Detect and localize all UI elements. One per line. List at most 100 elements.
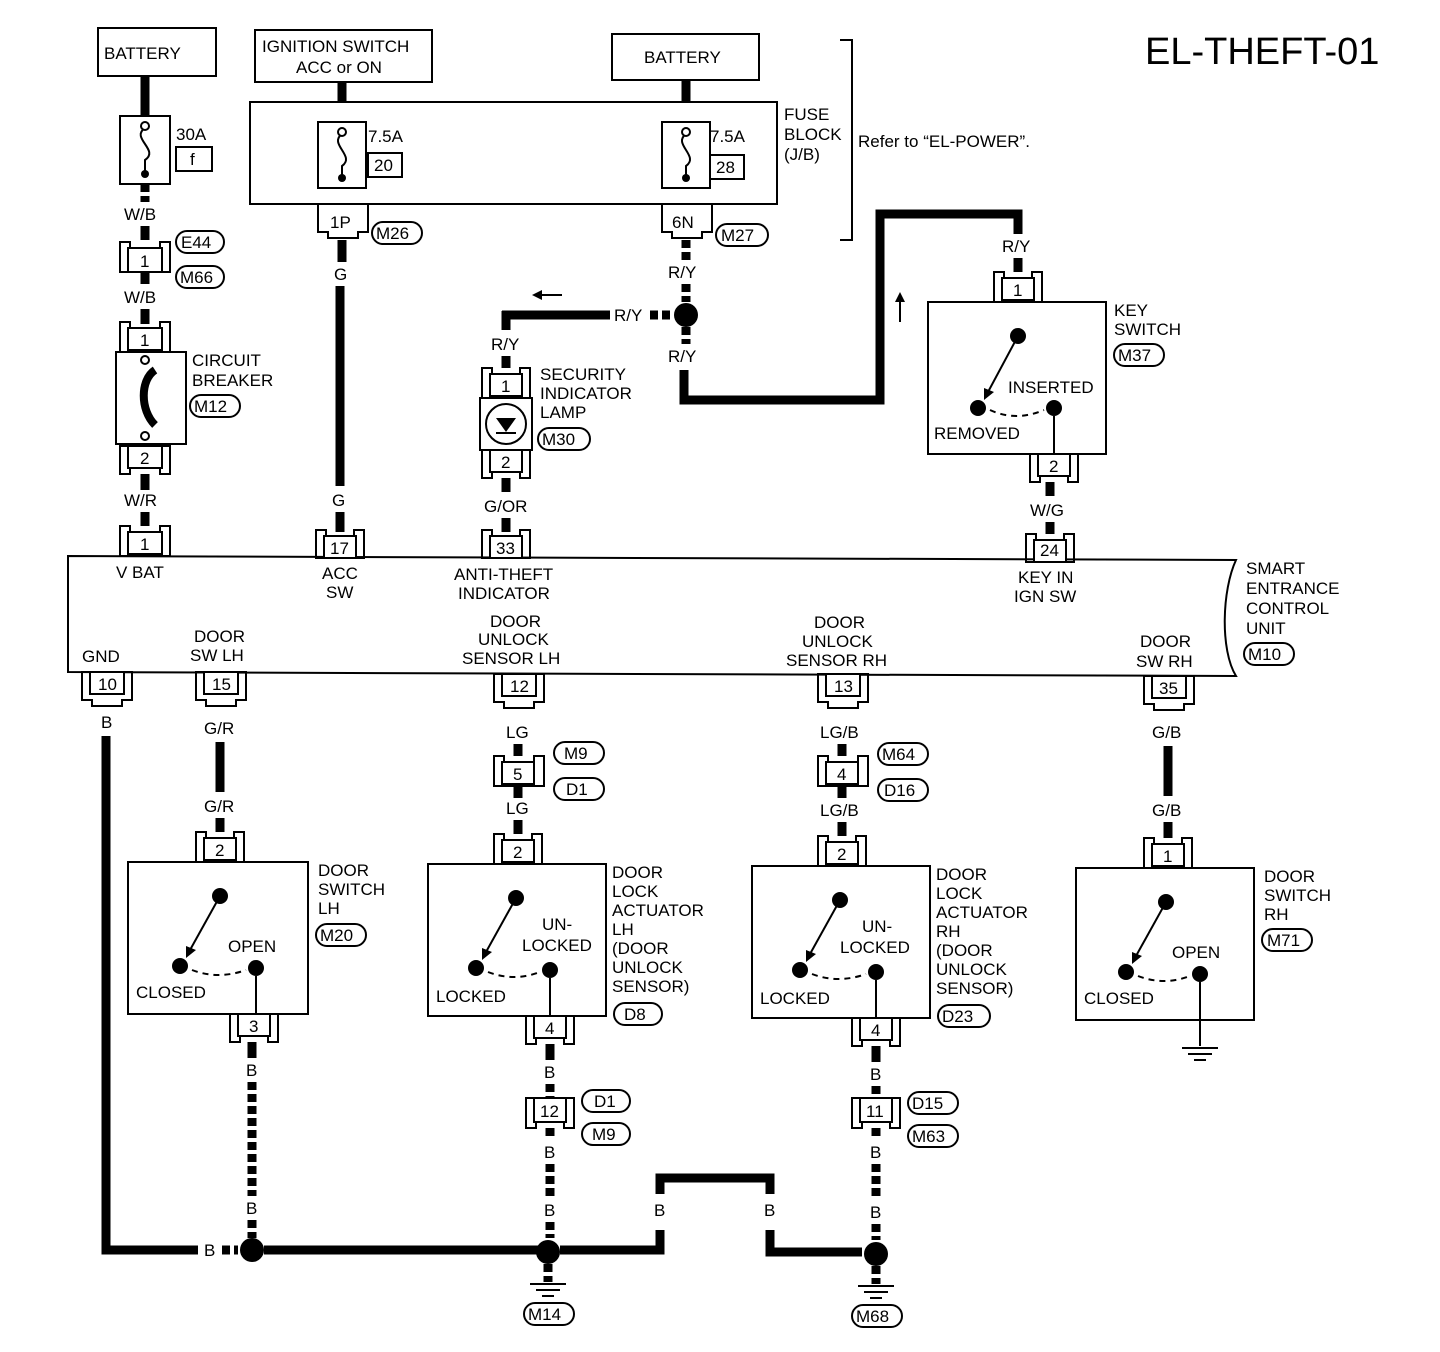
door-switch-rh-label-2: SWITCH (1264, 886, 1331, 905)
conn-m71-tag (1261, 928, 1313, 952)
conn-d1b-label: D1 (594, 1092, 616, 1111)
conn-m9a-pin: 5 (513, 765, 522, 784)
dlr-locked-label: LOCKED (760, 989, 830, 1008)
dsr-closed-label: CLOSED (1084, 989, 1154, 1008)
wire-label-b-3: B (246, 1061, 257, 1080)
key-removed-label: REMOVED (934, 424, 1020, 443)
wire-label-lg-2: LG (506, 799, 529, 818)
conn-m14-tag (523, 1302, 575, 1326)
unit-name-4: UNIT (1246, 619, 1286, 638)
dsr-top-pin-box (1151, 843, 1185, 867)
conn-m12-tag (189, 394, 241, 418)
wire-label-b-2: B (204, 1241, 215, 1260)
ignition-switch-label-1: IGNITION SWITCH (262, 37, 409, 56)
conn-d15-label: D15 (912, 1094, 943, 1113)
dsr-open-contact (1192, 966, 1208, 982)
conn-m63-label: M63 (912, 1127, 945, 1146)
circuit-breaker-element (139, 366, 159, 428)
conn-m10-tag (1243, 642, 1295, 666)
door-switch-rh-label-1: DOOR (1264, 867, 1315, 886)
dsl-open-contact (248, 960, 264, 976)
unit-pin1-frame (119, 525, 171, 557)
conn-m9a-label: M9 (564, 744, 588, 763)
unit-dswlh-label-1: DOOR (194, 627, 245, 646)
dll-top-pin-box (501, 839, 535, 863)
door-switch-rh-body (1075, 867, 1255, 1021)
conn-d1b-tag (581, 1089, 631, 1113)
fuse-28-id-box (709, 154, 745, 180)
fuse-block-label-1: FUSE (784, 105, 829, 124)
dlr-unlocked-label-1: UN- (862, 917, 892, 936)
conn-m64-pin: 4 (837, 765, 846, 784)
unit-dswrh-label-2: SW RH (1136, 652, 1193, 671)
conn-m9a-frame (493, 755, 545, 787)
conn-d15-pin: 11 (866, 1102, 884, 1121)
wire-label-b-5: B (544, 1063, 555, 1082)
conn-m20-label: M20 (320, 926, 353, 945)
cb-top-pin-box (127, 327, 163, 351)
dsl-blade-arrow (186, 946, 196, 958)
dsr-dash-arc (1137, 975, 1191, 982)
ignition-switch-label-2: ACC or ON (296, 58, 382, 77)
conn-m9b-label: M9 (592, 1125, 616, 1144)
wire-label-wb-2: W/B (124, 288, 156, 307)
dla-rh-label-4: RH (936, 922, 961, 941)
conn-6n-label: 6N (672, 213, 694, 232)
unit-pin10: 10 (98, 675, 117, 694)
wire-label-ry-1: R/Y (668, 263, 696, 282)
fuse-20-id-box (367, 152, 403, 178)
dsl-blade (189, 895, 221, 951)
wire-label-gr-2: G/R (204, 797, 234, 816)
unit-pin1-box (127, 531, 163, 555)
wire-label-g-1: G (334, 265, 347, 284)
door-lock-actuator-rh-body (751, 865, 931, 1019)
dla-lh-label-6: UNLOCK (612, 958, 684, 977)
fuse-30a-id-box (175, 146, 213, 172)
dsr-top-pin: 1 (1163, 847, 1172, 866)
unit-pin10-frame (81, 671, 133, 707)
conn-m27-label: M27 (721, 226, 754, 245)
wire-label-wb-1: W/B (124, 205, 156, 224)
conn-m37-label: M37 (1118, 346, 1151, 365)
conn-e44-label: E44 (181, 233, 211, 252)
dsl-closed-label: CLOSED (136, 983, 206, 1002)
dsl-bottom-pin: 3 (249, 1017, 258, 1036)
wire-label-lg-1: LG (506, 723, 529, 742)
conn-m63-tag (907, 1124, 959, 1148)
conn-m14-label: M14 (528, 1305, 561, 1324)
diagram-title: EL-THEFT-01 (1145, 31, 1379, 73)
wire-label-b-6: B (544, 1143, 555, 1162)
dla-lh-label-5: (DOOR (612, 939, 669, 958)
lamp-diode (496, 418, 516, 432)
dsl-bottom-pin-box (237, 1013, 271, 1037)
conn-d8-tag (613, 1002, 663, 1026)
wire-label-b-11: B (870, 1143, 881, 1162)
wire-label-b-9: B (764, 1201, 775, 1220)
cb-pin-dot-bottom (140, 431, 150, 441)
dsl-top-pin-box (203, 837, 237, 861)
wire-label-lgb-1: LG/B (820, 723, 859, 742)
dll-blade-arrow (482, 948, 492, 960)
sec-lamp-label-3: LAMP (540, 403, 586, 422)
conn-m37-tag (1113, 343, 1165, 367)
conn-d23-label: D23 (942, 1007, 973, 1026)
unit-acc-label-1: ACC (322, 564, 358, 583)
lamp-bottom-pin-box (489, 449, 523, 473)
conn-6n-frame (661, 203, 713, 239)
dlr-top-pin: 2 (837, 845, 846, 864)
dll-unlocked-contact (542, 962, 558, 978)
key-switch-label-1: KEY (1114, 301, 1148, 320)
dla-rh-label-6: UNLOCK (936, 960, 1008, 979)
unit-pin10-box (89, 671, 125, 695)
unit-pin24: 24 (1040, 541, 1059, 560)
wire-label-ry-2: R/Y (614, 306, 642, 325)
wire-label-wr: W/R (124, 491, 157, 510)
unit-pin35: 35 (1159, 679, 1178, 698)
key-inserted-contact (1046, 400, 1062, 416)
wire-label-b-10: B (870, 1065, 881, 1084)
circuit-breaker-label-1: CIRCUIT (192, 351, 261, 370)
fuse-block-label-2: BLOCK (784, 125, 842, 144)
fuse-28-element (680, 133, 692, 178)
splice-gnd-lh (240, 1238, 264, 1262)
wire-label-b-7: B (544, 1201, 555, 1220)
